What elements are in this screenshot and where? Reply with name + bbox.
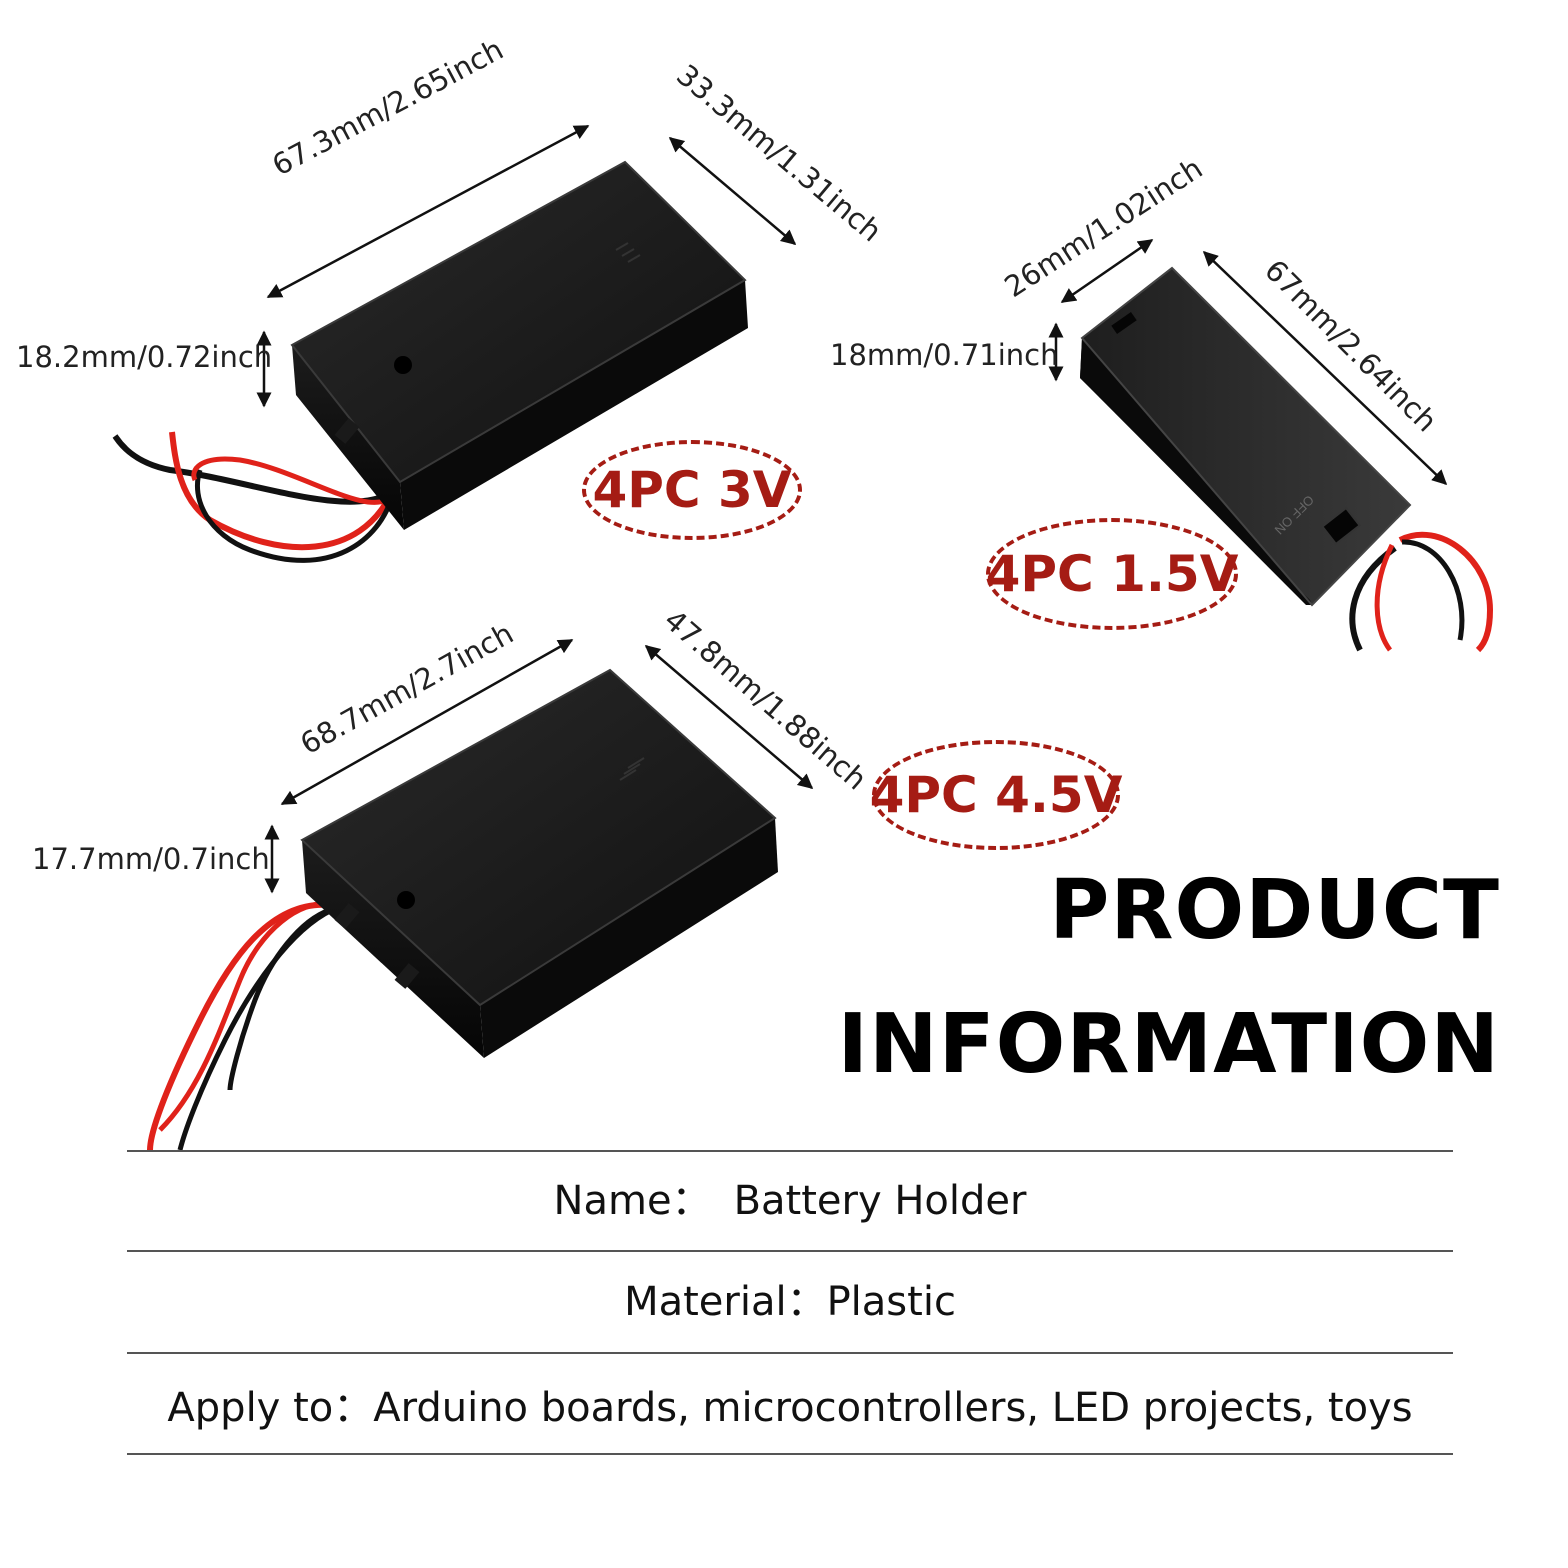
battery-holder-4-5v-image bbox=[147, 638, 814, 1151]
battery-holder-1-5v-image: OFF ON bbox=[1048, 238, 1494, 653]
info-divider bbox=[127, 1352, 1453, 1354]
battery-holder-3v-image bbox=[112, 124, 797, 563]
badge-1-5v: 4PC 1.5V bbox=[986, 518, 1238, 630]
info-material-value: Plastic bbox=[826, 1279, 956, 1325]
info-divider bbox=[127, 1250, 1453, 1252]
info-divider bbox=[127, 1150, 1453, 1152]
badge-3v-text: 4PC 3V bbox=[592, 461, 792, 519]
dim-4-5v-height: 17.7mm/0.7inch bbox=[32, 842, 270, 876]
dim-1-5v-height: 18mm/0.71inch bbox=[830, 338, 1059, 372]
info-name-label: Name： bbox=[553, 1178, 712, 1224]
info-row-name: Name： Battery Holder bbox=[127, 1181, 1453, 1221]
info-material-label: Material： bbox=[624, 1279, 827, 1325]
badge-3v: 4PC 3V bbox=[582, 440, 802, 540]
badge-4-5v: 4PC 4.5V bbox=[869, 740, 1123, 850]
info-name-value: Battery Holder bbox=[733, 1178, 1027, 1224]
info-divider bbox=[127, 1453, 1453, 1455]
info-apply-label: Apply to： bbox=[167, 1385, 374, 1431]
heading-line-2: INFORMATION bbox=[837, 997, 1500, 1092]
badge-1-5v-text: 4PC 1.5V bbox=[985, 545, 1239, 603]
info-row-apply-to: Apply to：Arduino boards, microcontroller… bbox=[127, 1388, 1453, 1428]
heading-line-1: PRODUCT bbox=[1049, 863, 1500, 958]
dim-3v-height: 18.2mm/0.72inch bbox=[16, 340, 273, 374]
info-apply-value: Arduino boards, microcontrollers, LED pr… bbox=[373, 1385, 1413, 1431]
badge-4-5v-text: 4PC 4.5V bbox=[869, 766, 1123, 824]
info-row-material: Material：Plastic bbox=[127, 1282, 1453, 1322]
